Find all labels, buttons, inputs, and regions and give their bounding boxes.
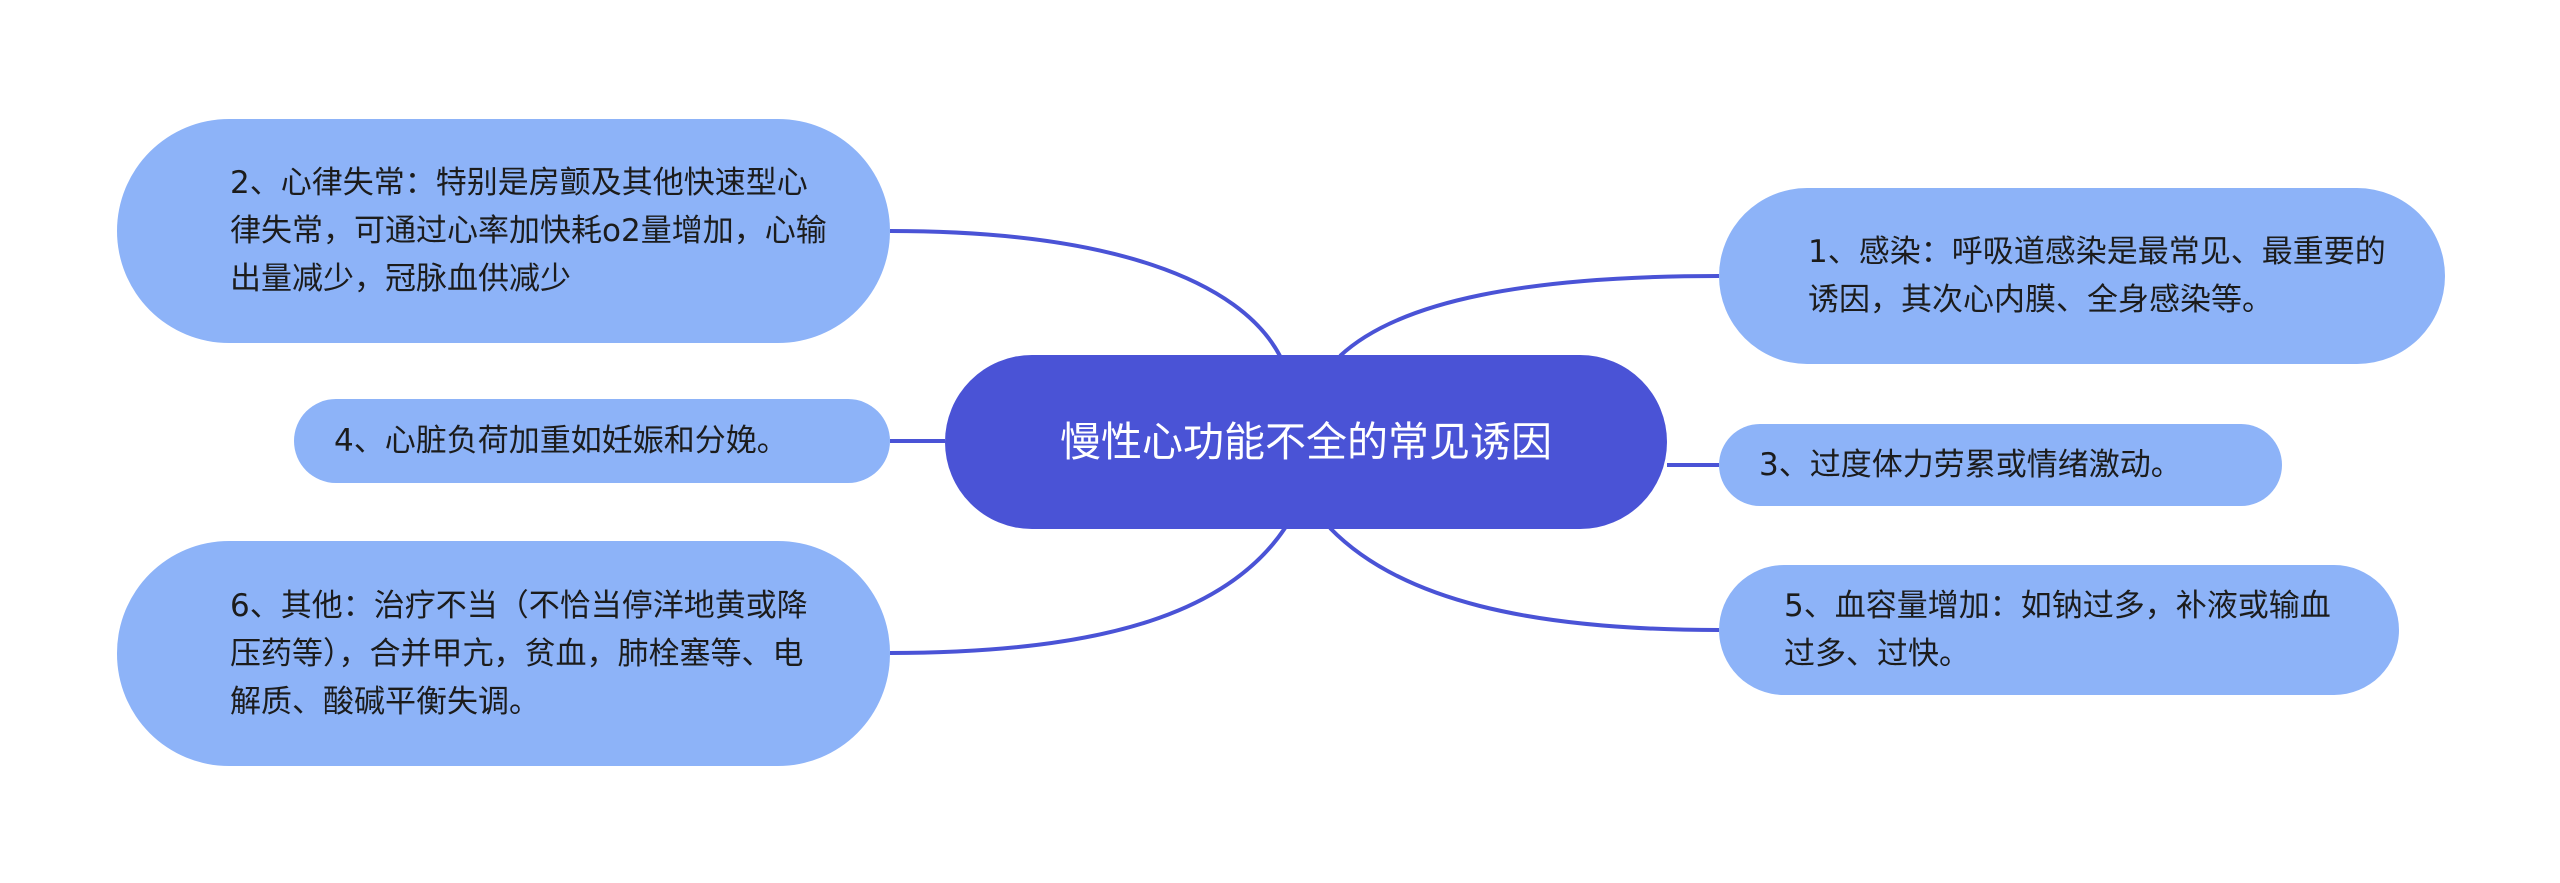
branch-topic-label: 3、过度体力劳累或情绪激动。 (1759, 447, 2182, 483)
branch-topic-label: 5、血容量增加：如钠过多，补液或输血过多、过快。 (1784, 588, 2331, 672)
branch-topic-5[interactable]: 5、血容量增加：如钠过多，补液或输血过多、过快。 (1719, 565, 2399, 695)
branch-topic-1[interactable]: 1、感染：呼吸道感染是最常见、最重要的诱因，其次心内膜、全身感染等。 (1719, 188, 2445, 364)
branch-topic-2[interactable]: 2、心律失常：特别是房颤及其他快速型心律失常，可通过心率加快耗o2量增加，心输出… (117, 119, 890, 343)
connector-branch-5 (1328, 526, 1720, 632)
branch-topic-label: 1、感染：呼吸道感染是最常见、最重要的诱因，其次心内膜、全身感染等。 (1808, 234, 2386, 318)
branch-topic-4[interactable]: 4、心脏负荷加重如妊娠和分娩。 (294, 399, 890, 483)
branch-topic-3[interactable]: 3、过度体力劳累或情绪激动。 (1719, 424, 2282, 506)
branch-topic-6[interactable]: 6、其他：治疗不当（不恰当停洋地黄或降压药等），合并甲亢，贫血，肺栓塞等、电解质… (117, 541, 890, 766)
branch-topic-label: 6、其他：治疗不当（不恰当停洋地黄或降压药等），合并甲亢，贫血，肺栓塞等、电解质… (230, 587, 808, 720)
central-topic[interactable]: 慢性心功能不全的常见诱因 (945, 355, 1667, 529)
connector-branch-6 (889, 526, 1287, 655)
connector-branch-2 (889, 229, 1282, 357)
branch-topic-label: 2、心律失常：特别是房颤及其他快速型心律失常，可通过心率加快耗o2量增加，心输出… (230, 165, 827, 297)
branch-topic-label: 4、心脏负荷加重如妊娠和分娩。 (334, 423, 788, 459)
central-topic-label: 慢性心功能不全的常见诱因 (1060, 418, 1552, 466)
connector-branch-1 (1338, 274, 1720, 358)
